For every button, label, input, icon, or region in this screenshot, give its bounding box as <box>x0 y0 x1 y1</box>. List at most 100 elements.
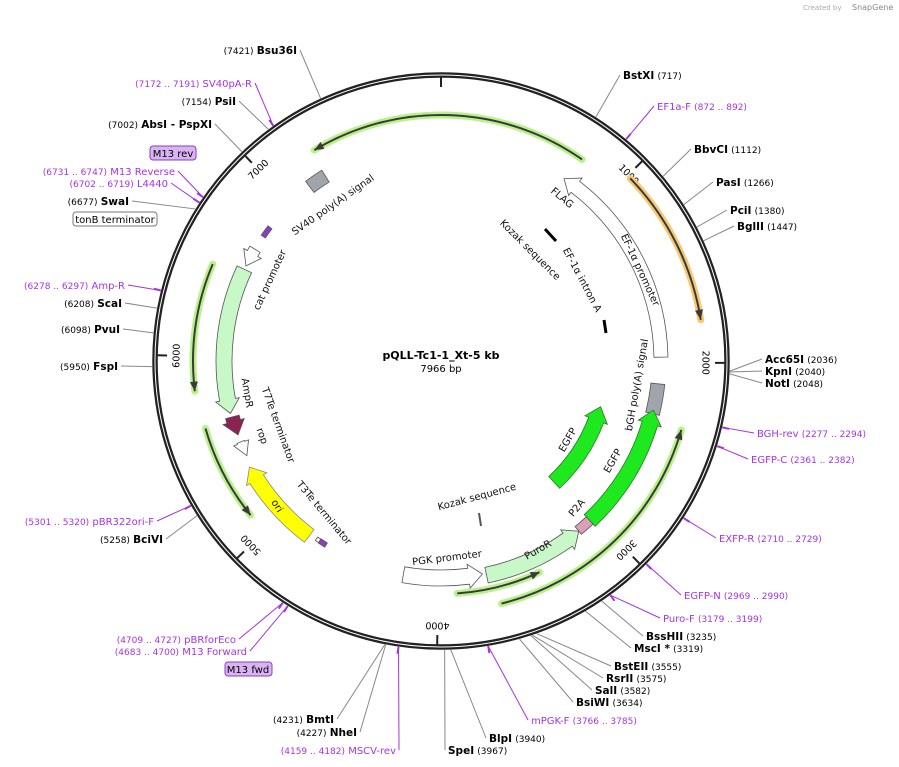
feature-label[interactable]: P2A <box>567 497 588 519</box>
orf-arc-top[interactable] <box>313 114 583 161</box>
site-label[interactable]: RsrII (3575) <box>606 673 666 685</box>
site-label[interactable]: BstEII (3555) <box>614 661 681 673</box>
pgk-promoter-arrow[interactable] <box>401 563 484 590</box>
site-label[interactable]: (6208) ScaI <box>64 298 122 310</box>
site-label[interactable]: (7002) AbsI - PspXI <box>108 119 212 131</box>
feature-label[interactable]: rop <box>254 427 270 446</box>
site-label[interactable]: Acc65I (2036) <box>765 354 837 366</box>
site-label[interactable]: BsiWI (3634) <box>576 697 642 709</box>
site-label[interactable]: (7421) Bsu36I <box>224 45 297 57</box>
site-label[interactable]: MscI * (3319) <box>634 643 703 655</box>
egfp-arrow-inner[interactable] <box>548 406 609 489</box>
feature-label[interactable]: Kozak sequence <box>497 218 562 283</box>
primer-label[interactable]: (6731 .. 6747) M13 Reverse <box>43 167 175 178</box>
feature-label[interactable]: EF-1α intron A <box>560 246 603 314</box>
primer-label[interactable]: BGH-rev (2277 .. 2294) <box>757 429 866 440</box>
primer-mark <box>278 602 284 610</box>
site-label[interactable]: BlpI (3940) <box>489 733 545 745</box>
purple-marker-lower[interactable] <box>317 538 328 548</box>
site-label[interactable]: BbvCI (1112) <box>694 144 761 156</box>
feature-label[interactable]: T7Te terminator <box>258 385 296 465</box>
label-position: (6098) <box>61 326 91 336</box>
label-position: (6731 .. 6747) <box>43 168 107 178</box>
puror-arrow[interactable] <box>484 529 580 584</box>
p2a-box[interactable] <box>574 516 594 535</box>
label-position: (5301 .. 5320) <box>25 518 89 528</box>
sv40-polya-box[interactable] <box>305 169 330 194</box>
m13-rev-box[interactable] <box>149 145 197 161</box>
ef1a-promoter-arrow[interactable] <box>563 177 669 358</box>
label-position: (5950) <box>60 363 90 373</box>
label-name: KpnI <box>765 366 792 378</box>
cat-promoter-arrow[interactable] <box>243 245 263 267</box>
primer-label[interactable]: mPGK-F (3766 .. 3785) <box>531 716 637 727</box>
m13-fwd-box[interactable] <box>224 661 273 677</box>
m13-fwd-label[interactable]: M13 fwd <box>227 665 269 676</box>
label-position: (1380) <box>755 207 785 217</box>
primer-label[interactable]: (4683 .. 4700) M13 Forward <box>115 647 247 658</box>
label-name: Acc65I <box>765 354 804 366</box>
primer-label[interactable]: (6702 .. 6719) L4440 <box>70 179 169 190</box>
ori-arrow[interactable] <box>245 466 315 543</box>
site-label[interactable]: SalI (3582) <box>595 685 650 697</box>
cat-orf-arrow[interactable] <box>214 265 253 415</box>
primer-label[interactable]: (4709 .. 4727) pBRforEco <box>117 635 236 646</box>
egfp-arrow-outer[interactable] <box>583 409 663 527</box>
site-label[interactable]: (4231) BmtI <box>273 714 334 726</box>
primer-label[interactable]: (6278 .. 6297) Amp-R <box>24 281 125 292</box>
backbone-gap <box>154 74 728 648</box>
site-label[interactable]: (5258) BciVI <box>100 534 163 546</box>
label-name: BstXI <box>623 70 654 82</box>
site-label[interactable]: PasI (1266) <box>716 177 774 189</box>
tonb-terminator-box[interactable] <box>72 211 158 227</box>
primer-mark <box>683 517 691 523</box>
site-label[interactable]: BstXI (717) <box>623 70 682 82</box>
orf-arc-left[interactable] <box>192 263 214 392</box>
feature-label[interactable]: SV40 poly(A) signal <box>290 173 376 238</box>
purple-marker-upper[interactable] <box>260 225 273 239</box>
site-label[interactable]: PciI (1380) <box>730 205 785 217</box>
primer-label[interactable]: EGFP-N (2969 .. 2990) <box>684 591 788 602</box>
bgh-polya-box[interactable] <box>645 382 666 416</box>
orf-arc-right[interactable] <box>501 429 683 605</box>
ampr-arrow[interactable] <box>222 414 245 436</box>
label-position: (2040) <box>795 368 825 378</box>
orf-arc-orange[interactable] <box>629 177 702 321</box>
site-label[interactable]: (6677) SwaI <box>68 196 129 208</box>
site-label[interactable]: BssHII (3235) <box>646 631 716 643</box>
feature-label[interactable]: PGK promoter <box>412 549 484 569</box>
site-label[interactable]: KpnI (2040) <box>765 366 825 378</box>
site-label[interactable]: BglII (1447) <box>737 221 797 233</box>
feature-label[interactable]: AmpR <box>238 377 254 408</box>
m13-rev-label[interactable]: M13 rev <box>153 149 194 160</box>
orf-arc-right-arrowhead <box>674 429 683 441</box>
feature-label[interactable]: EF-1α promoter <box>618 232 661 308</box>
primer-label[interactable]: EXFP-R (2710 .. 2729) <box>719 534 822 545</box>
label-name: mPGK-F <box>531 716 570 727</box>
feature-label[interactable]: Kozak sequence <box>437 482 518 514</box>
site-label[interactable]: SpeI (3967) <box>448 745 507 757</box>
label-name: BciVI <box>133 534 163 546</box>
label-position: (3179 .. 3199) <box>698 615 762 625</box>
site-label[interactable]: (7154) PsiI <box>182 96 236 108</box>
site-leader-line <box>536 633 612 667</box>
label-name: M13 Reverse <box>110 167 175 178</box>
site-label[interactable]: (6098) PvuI <box>61 324 120 336</box>
primer-label[interactable]: (4159 .. 4182) MSCV-rev <box>281 746 396 757</box>
primer-label[interactable]: EGFP-C (2361 .. 2382) <box>751 455 855 466</box>
site-label[interactable]: (4227) NheI <box>297 727 357 739</box>
primer-label[interactable]: (5301 .. 5320) pBR322ori-F <box>25 517 154 528</box>
primer-label[interactable]: Puro-F (3179 .. 3199) <box>663 614 762 625</box>
primer-label[interactable]: EF1a-F (872 .. 892) <box>657 102 747 113</box>
site-label[interactable]: (5950) FspI <box>60 361 118 373</box>
label-name: BlpI <box>489 733 512 745</box>
label-position: (1266) <box>744 179 774 189</box>
label-name: pBRforEco <box>184 635 236 646</box>
site-leader-line <box>662 148 692 177</box>
site-label[interactable]: NotI (2048) <box>765 378 823 390</box>
tonb-terminator-label[interactable]: tonB terminator <box>75 215 155 226</box>
label-name: NheI <box>330 727 357 739</box>
rop-arrow[interactable] <box>232 439 250 457</box>
primer-label[interactable]: (7172 .. 7191) SV40pA-R <box>135 79 252 90</box>
